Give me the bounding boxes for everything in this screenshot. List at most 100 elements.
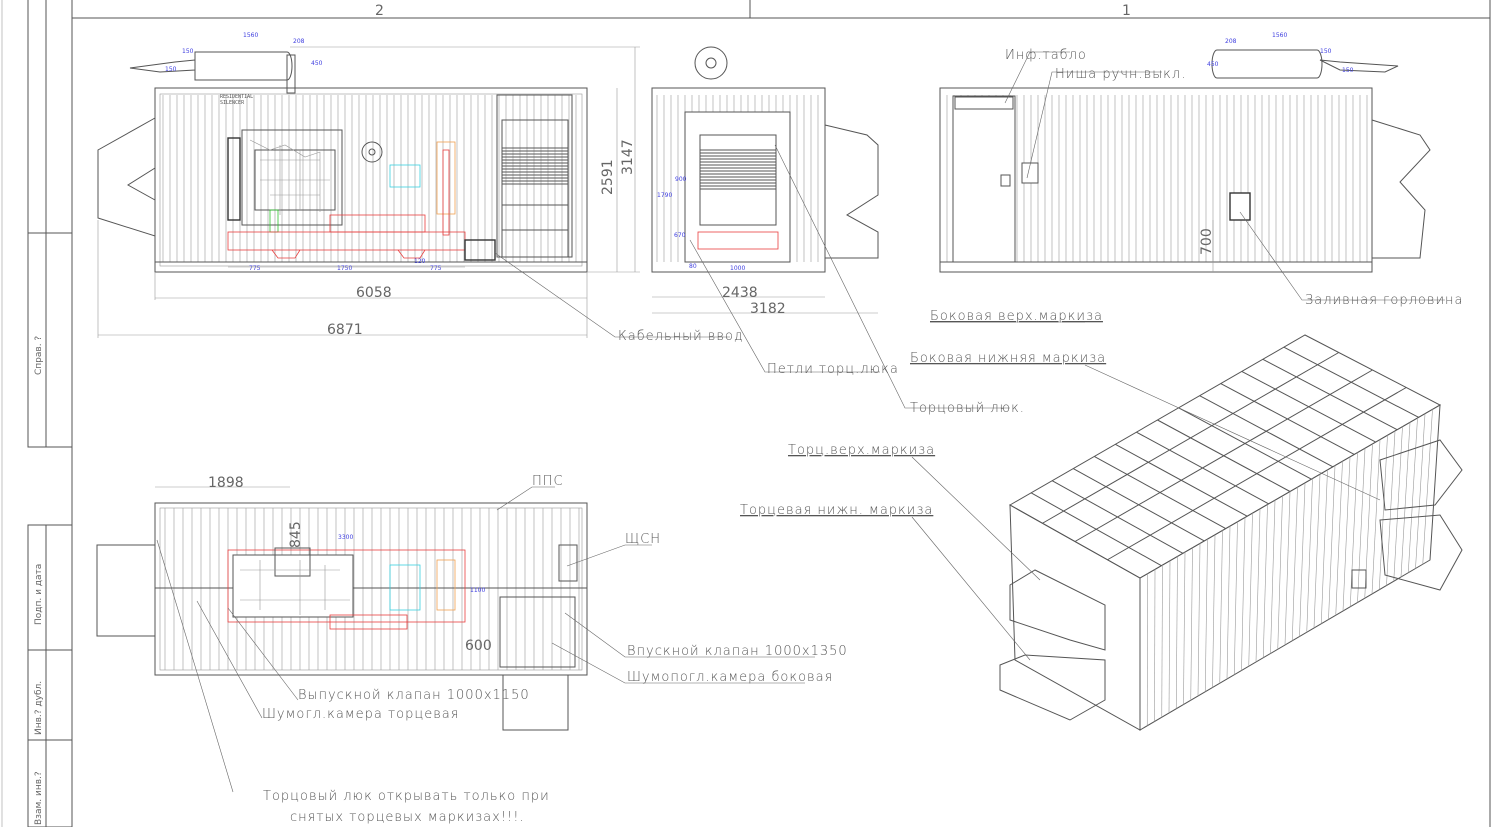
svg-text:120: 120 (414, 258, 426, 265)
label-side-upper-canopy: Боковая верх.маркиза (930, 309, 1103, 324)
svg-text:SILENCER: SILENCER (220, 100, 245, 106)
hatch-line (1233, 521, 1238, 675)
hatch-line (1386, 430, 1396, 586)
stamp-reference: Справ. ? (34, 336, 44, 375)
label-side-chamber: Шумопогл.камера боковая (627, 670, 833, 685)
dim-offset: 1898 (208, 475, 244, 491)
svg-text:150: 150 (165, 66, 177, 73)
hatch-line (1226, 526, 1231, 680)
svg-text:900: 900 (675, 176, 687, 183)
svg-text:1560: 1560 (243, 32, 258, 39)
label-inlet-valve: Впускной клапан 1000х1350 (627, 644, 848, 659)
hatch-line (1183, 552, 1186, 705)
svg-text:450: 450 (1207, 61, 1219, 68)
svg-text:150: 150 (1320, 48, 1332, 55)
hatch-line (1175, 556, 1178, 709)
svg-text:1000: 1000 (730, 265, 745, 272)
hatch-line (1349, 452, 1358, 607)
hatch-line (1107, 387, 1407, 561)
hatch-line (1407, 417, 1418, 573)
note-line-2: снятых торцевых маркизах!!!. (290, 810, 525, 825)
svg-text:775: 775 (430, 265, 442, 272)
label-cable-entry: Кабельный ввод (618, 329, 744, 344)
svg-text:775: 775 (249, 265, 261, 272)
hatch-line (1378, 435, 1388, 590)
svg-text:208: 208 (293, 38, 305, 45)
hatch-line (1284, 491, 1291, 646)
hatch-line (1328, 465, 1336, 620)
hatch-line (1204, 539, 1208, 692)
hatch-line (1291, 487, 1298, 641)
dim-filler-height: 700 (1199, 228, 1215, 255)
dim-overall-width: 3182 (750, 301, 786, 317)
silencer (194, 51, 293, 81)
hatch-line (1320, 469, 1328, 624)
label-info-panel: Инф.табло (1005, 48, 1087, 63)
isometric-view (999, 334, 1463, 731)
genset-engine (227, 129, 466, 259)
hatch-line (1335, 461, 1343, 616)
svg-text:1750: 1750 (337, 265, 352, 272)
hatch-line (1262, 504, 1268, 658)
end-view: 2438 3182 900 1790 670 80 1000 (651, 46, 879, 317)
hatch-line (1393, 426, 1403, 582)
dim-length: 6058 (356, 285, 392, 301)
corrugation (162, 95, 577, 262)
label-side-lower-canopy: Боковая нижняя маркиза (910, 351, 1106, 366)
svg-text:1560: 1560 (1272, 32, 1287, 39)
svg-text:1100: 1100 (470, 587, 485, 594)
hatch-line (1074, 369, 1373, 542)
front-view: RESIDENTIAL SILENCER (97, 32, 640, 338)
svg-text:150: 150 (182, 48, 194, 55)
zone-2: 2 (375, 3, 384, 19)
hatch-line (1306, 478, 1313, 633)
label-fire-alarm: ППС (532, 474, 564, 489)
hatch-line (1197, 543, 1201, 697)
label-aux-panel: ЩСН (625, 532, 661, 547)
label-switch-niche: Ниша ручн.выкл. (1055, 67, 1186, 82)
hatch-line (1219, 530, 1223, 684)
hatch-line (1415, 413, 1426, 569)
zone-1: 1 (1122, 3, 1131, 19)
hatch-line (1357, 448, 1366, 603)
label-end-chamber: Шумогл.камера торцевая (262, 707, 459, 722)
label-filler-neck: Заливная горловина (1305, 293, 1464, 308)
svg-text:1790: 1790 (657, 192, 672, 199)
dim-width: 2438 (722, 285, 758, 301)
hatch-line (1277, 495, 1283, 650)
hatch-line (1154, 569, 1156, 722)
hatch-line (1270, 500, 1276, 654)
dim-height: 2591 (600, 159, 616, 195)
label-outlet-valve: Выпускной клапан 1000х1150 (298, 688, 530, 703)
cable-entry-box (464, 239, 496, 261)
hatch-line (1422, 409, 1433, 565)
svg-text:3300: 3300 (338, 534, 353, 541)
svg-text:150: 150 (1342, 67, 1354, 74)
svg-text:450: 450 (311, 60, 323, 67)
svg-text:RESIDENTIAL: RESIDENTIAL (220, 94, 253, 100)
svg-text:670: 670 (674, 232, 686, 239)
stamp-dup-inv: Инв.? дубл. (34, 681, 44, 735)
note-line-1: Торцовый люк открывать только при (263, 789, 550, 804)
stamp-signature-date: Подп. и дата (34, 564, 44, 625)
hatch-line (1241, 517, 1246, 671)
hatch-line (1313, 474, 1321, 629)
svg-text:80: 80 (689, 263, 697, 270)
stamp-replace-inv: Взам. инв.? (34, 771, 44, 825)
rear-view: 700 1560 208 450 150 150 (939, 32, 1431, 273)
label-end-lower-canopy: Торцевая нижн. маркиза (740, 503, 933, 518)
hatch-line (1161, 565, 1163, 718)
dim-overall-length: 6871 (327, 322, 363, 338)
hatch-line (1342, 456, 1351, 612)
hatch-line (1212, 534, 1216, 688)
hatch-line (1248, 513, 1253, 667)
hatch-line (1042, 352, 1339, 524)
end-canopy (97, 117, 156, 237)
hatch-line (1168, 560, 1171, 714)
dim-side: 845 (288, 521, 304, 548)
dim-gap: 600 (465, 638, 492, 654)
label-hatch-hinges: Петли торц.люка (767, 362, 899, 377)
hatch-line (1400, 422, 1411, 578)
side-stamp-block: Справ. ? Подп. и дата Инв.? дубл. Взам. … (27, 0, 73, 827)
